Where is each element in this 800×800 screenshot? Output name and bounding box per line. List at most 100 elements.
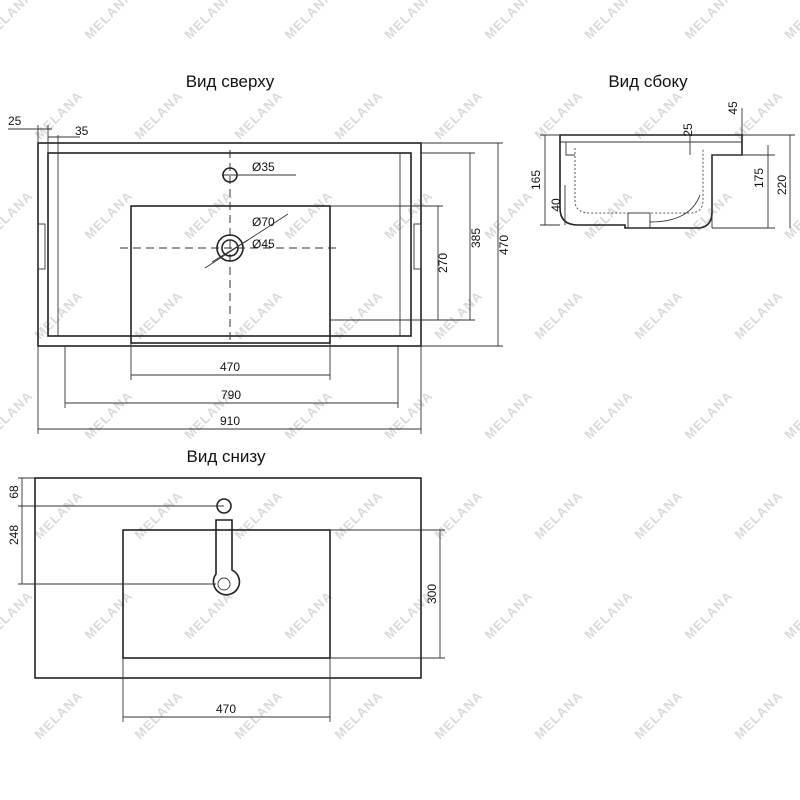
watermark-text: MELANA	[582, 588, 636, 642]
bottom-outline	[34, 477, 422, 679]
side-shelf-step	[565, 142, 575, 156]
dim-470-h-label: 470	[220, 360, 240, 374]
watermark-text: MELANA	[232, 288, 286, 342]
watermark-text: MELANA	[82, 188, 136, 242]
bottom-view: Вид снизу 68 248 300 470	[7, 447, 445, 722]
watermark-text: MELANA	[382, 188, 436, 242]
dim-270-label: 270	[436, 253, 450, 273]
dim-175-label: 175	[752, 168, 766, 188]
top-view: Вид сверху Ø35 Ø70 Ø45 25 35	[8, 72, 511, 434]
watermark-text: MELANA	[482, 588, 536, 642]
watermark-text: MELANA	[332, 688, 386, 742]
dim-470-v-label: 470	[497, 235, 511, 255]
watermark-text: MELANA	[132, 88, 186, 142]
drain-leader-inner	[211, 239, 249, 263]
dim-220-label: 220	[775, 175, 789, 195]
watermark-text: MELANA	[232, 688, 286, 742]
side-drain-pipe	[627, 212, 651, 229]
dim-385-label: 385	[469, 228, 483, 248]
watermark-text: MELANA	[682, 588, 736, 642]
watermark-text: MELANA	[232, 488, 286, 542]
watermark-text: MELANA	[632, 88, 686, 142]
side-view-title: Вид сбоку	[608, 72, 688, 91]
watermark-text: MELANA	[382, 388, 436, 442]
watermark-text: MELANA	[782, 388, 800, 442]
watermark-text: MELANA	[732, 688, 786, 742]
top-view-title: Вид сверху	[186, 72, 275, 91]
watermark-text: MELANA	[632, 488, 686, 542]
dim-300-label: 300	[425, 584, 439, 604]
watermark-text: MELANA	[282, 188, 336, 242]
dim-470-bottom-label: 470	[216, 702, 236, 716]
dim-248-label: 248	[7, 525, 21, 545]
side-handle-left	[37, 223, 46, 270]
watermark-text: MELANA	[582, 0, 636, 42]
dim-35-label: 35	[75, 124, 89, 138]
bottom-drain-hole	[217, 577, 231, 591]
tap-hole-label: Ø35	[252, 160, 275, 174]
watermark-text: MELANA	[0, 188, 36, 242]
watermark-text: MELANA	[782, 588, 800, 642]
dim-68-label: 68	[7, 485, 21, 499]
bottom-view-title: Вид снизу	[187, 447, 266, 466]
watermark-text: MELANA	[432, 688, 486, 742]
watermark-text: MELANA	[532, 88, 586, 142]
watermark-text: MELANA	[482, 388, 536, 442]
side-handle-right	[413, 223, 422, 270]
watermark-text: MELANA	[282, 388, 336, 442]
watermark-text: MELANA	[482, 188, 536, 242]
watermark-text: MELANA	[82, 0, 136, 42]
watermark-text: MELANA	[732, 288, 786, 342]
watermark-text: MELANA	[82, 388, 136, 442]
watermark-text: MELANA	[432, 288, 486, 342]
watermark-text: MELANA	[182, 0, 236, 42]
watermark-text: MELANA	[32, 688, 86, 742]
watermark-text: MELANA	[32, 288, 86, 342]
dim-790-label: 790	[221, 388, 241, 402]
watermark-text: MELANA	[132, 488, 186, 542]
watermark-text: MELANA	[232, 88, 286, 142]
watermark-text: MELANA	[332, 88, 386, 142]
drain-outer-label: Ø70	[252, 215, 275, 229]
watermark-text: MELANA	[182, 588, 236, 642]
watermark-text: MELANA	[482, 0, 536, 42]
watermark-text: MELANA	[32, 488, 86, 542]
bottom-bowl-outline	[122, 529, 331, 659]
dim-165-label: 165	[529, 170, 543, 190]
drain-inner	[221, 239, 239, 257]
side-drain-curve	[649, 194, 701, 223]
watermark-text: MELANA	[682, 188, 736, 242]
watermark-text: MELANA	[532, 688, 586, 742]
watermark-text: MELANA	[332, 288, 386, 342]
drain-inner-label: Ø45	[252, 237, 275, 251]
watermark-text: MELANA	[532, 288, 586, 342]
watermark-text: MELANA	[682, 388, 736, 442]
watermark-text: MELANA	[382, 0, 436, 42]
watermark-text: MELANA	[0, 388, 36, 442]
watermark-text: MELANA	[532, 488, 586, 542]
watermark-text: MELANA	[332, 488, 386, 542]
dim-25-side-label: 25	[681, 123, 695, 137]
watermark-text: MELANA	[282, 0, 336, 42]
dim-45-label: 45	[726, 101, 740, 115]
side-view: Вид сбоку 45 25 165 40 175 220	[529, 72, 795, 229]
side-inner-bowl	[574, 148, 704, 214]
watermark-text: MELANA	[132, 288, 186, 342]
dim-40-label: 40	[549, 198, 563, 212]
drain-outer	[216, 234, 244, 262]
watermark-text: MELANA	[732, 488, 786, 542]
dim-25-label: 25	[8, 114, 22, 128]
watermark-text: MELANA	[82, 588, 136, 642]
watermark-text: MELANA	[782, 0, 800, 42]
watermark-text: MELANA	[782, 188, 800, 242]
watermark-text: MELANA	[0, 0, 36, 42]
watermark-text: MELANA	[632, 688, 686, 742]
watermark-text: MELANA	[682, 0, 736, 42]
watermark-text: MELANA	[432, 88, 486, 142]
watermark-text: MELANA	[132, 688, 186, 742]
dim-910-label: 910	[220, 414, 240, 428]
watermark-text: MELANA	[182, 188, 236, 242]
watermark-text: MELANA	[582, 388, 636, 442]
watermark-layer: MELANA MELANA MELANA MELANA MELANA MELANA MELA…	[0, 0, 800, 742]
